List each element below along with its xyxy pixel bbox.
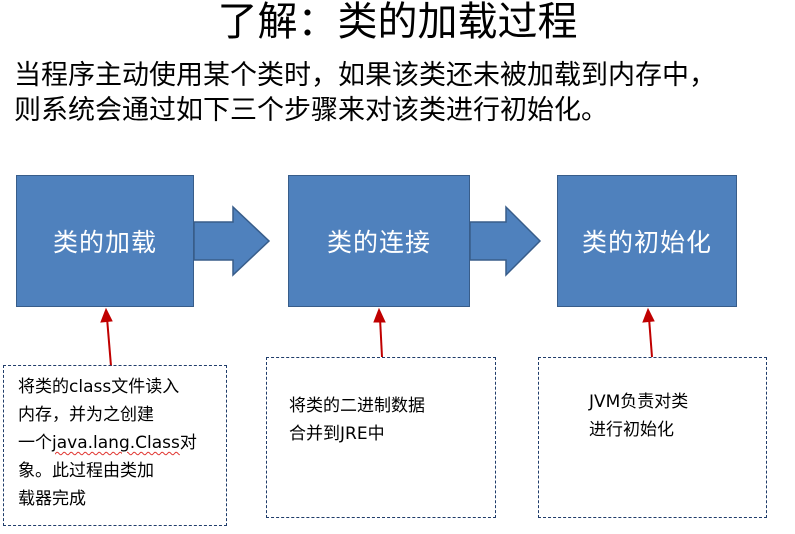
java-class-name: java.lang.Class [52,433,180,453]
note-loading: 将类的class文件读入 内存，并为之创建 一个java.lang.Class对… [3,365,227,526]
pointer-arrow-1 [100,307,113,367]
step-label: 类的连接 [326,228,431,257]
intro-line-1: 当程序主动使用某个类时，如果该类还未被加载到内存中， [14,60,716,91]
intro-text: 当程序主动使用某个类时，如果该类还未被加载到内存中， 则系统会通过如下三个步骤来… [14,58,789,128]
note-linking: 将类的二进制数据 合并到JRE中 [266,357,496,518]
note-line: 合并到JRE中 [289,424,385,444]
note-line: 一个java.lang.Class对 [18,429,222,457]
note-line: 将类的二进制数据 [289,396,425,416]
note-line: 进行初始化 [589,420,674,440]
note-text: 对 [179,433,197,453]
note-line: 内存，并为之创建 [18,405,154,425]
step-class-linking: 类的连接 [288,175,470,307]
note-line: 将类的class文件读入 [18,377,180,397]
note-initialization: JVM负责对类 进行初始化 [538,357,767,518]
flow-arrow-2-to-3 [469,205,542,277]
note-line: 载器完成 [18,489,86,509]
slide-title: 了解：类的加载过程 [217,0,578,45]
pointer-arrow-3 [642,307,655,358]
pointer-arrow-2 [373,307,386,358]
flow-arrow-1-to-2 [193,205,271,277]
step-class-loading: 类的加载 [16,175,194,307]
step-label: 类的加载 [52,228,157,257]
note-text: 一个 [18,433,52,453]
intro-line-2: 则系统会通过如下三个步骤来对该类进行初始化。 [14,95,608,126]
note-line: JVM负责对类 [589,392,689,412]
step-class-initialization: 类的初始化 [557,175,737,307]
note-line: 象。此过程由类加 [18,461,154,481]
step-label: 类的初始化 [581,228,712,257]
